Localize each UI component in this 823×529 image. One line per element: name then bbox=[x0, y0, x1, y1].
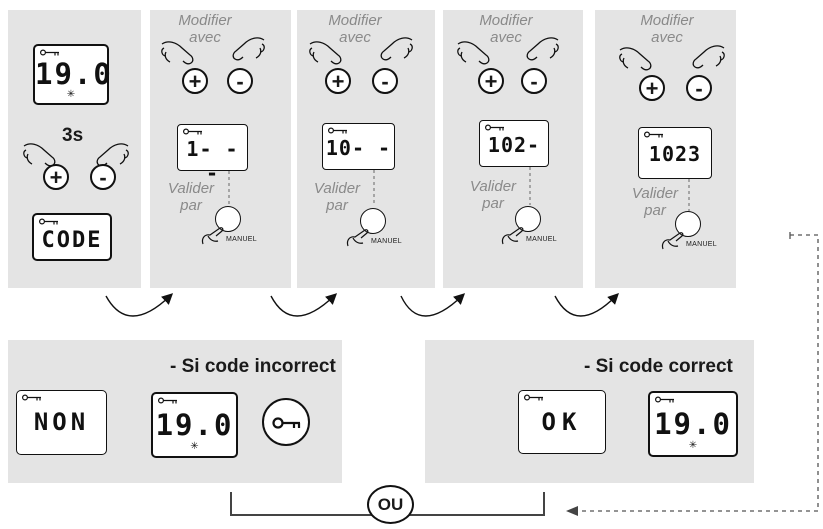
manuel-label: MANUEL bbox=[226, 236, 257, 243]
validate-label: Valider par bbox=[167, 180, 215, 214]
dashed-connector bbox=[529, 167, 531, 205]
manuel-button[interactable] bbox=[515, 206, 541, 232]
temperature-display: 19.0 ✳ bbox=[648, 391, 738, 457]
sun-star-icon: ✳ bbox=[66, 89, 76, 100]
manuel-label: MANUEL bbox=[371, 238, 402, 245]
display-value: 1- - - bbox=[186, 137, 239, 185]
key-icon bbox=[485, 124, 504, 131]
modify-label: Modifier avec bbox=[178, 12, 232, 46]
key-icon bbox=[40, 49, 59, 56]
display-value: NON bbox=[33, 408, 90, 436]
plus-button[interactable]: + bbox=[639, 75, 665, 101]
temperature-display: 19.0 ✳ bbox=[33, 44, 113, 105]
minus-button[interactable]: - bbox=[90, 164, 116, 190]
dashed-connector bbox=[688, 179, 690, 211]
key-icon bbox=[272, 417, 301, 429]
ou-badge: OU bbox=[367, 485, 414, 524]
modify-label: Modifier avec bbox=[479, 12, 533, 46]
display-value: 19.0 bbox=[155, 408, 234, 442]
ou-label: OU bbox=[377, 495, 404, 514]
display-value: 1023 bbox=[648, 142, 702, 166]
validate-label: Valider par bbox=[313, 180, 361, 214]
key-magnifier bbox=[262, 398, 310, 446]
key-icon bbox=[328, 127, 347, 134]
modify-label: Modifier avec bbox=[328, 12, 382, 46]
key-icon bbox=[158, 397, 177, 404]
left-pointing-finger-icon bbox=[161, 41, 194, 65]
display-value: 10- - bbox=[325, 136, 392, 160]
right-pointing-finger-icon bbox=[692, 45, 725, 69]
key-icon bbox=[655, 396, 674, 403]
manuel-button[interactable] bbox=[675, 211, 701, 237]
pointing-finger-icon bbox=[501, 227, 524, 245]
plus-button[interactable]: + bbox=[182, 68, 208, 94]
modify-label: Modifier avec bbox=[640, 12, 694, 46]
left-pointing-finger-icon bbox=[619, 47, 652, 71]
key-icon bbox=[524, 394, 543, 401]
minus-button[interactable]: - bbox=[372, 68, 398, 94]
incorrect-title: - Si code incorrect bbox=[170, 356, 336, 377]
pointing-finger-icon bbox=[201, 227, 224, 245]
correct-title: - Si code correct bbox=[584, 356, 733, 377]
minus-button[interactable]: - bbox=[521, 68, 547, 94]
key-icon bbox=[22, 394, 41, 401]
plus-button[interactable]: + bbox=[478, 68, 504, 94]
display-value: OK bbox=[541, 408, 583, 436]
manuel-label: MANUEL bbox=[526, 236, 557, 243]
validate-label: Valider par bbox=[631, 185, 679, 219]
sun-star-icon: ✳ bbox=[190, 441, 199, 452]
manuel-button[interactable] bbox=[360, 208, 386, 234]
display-value: 102- bbox=[487, 133, 541, 157]
dashed-connector bbox=[373, 170, 375, 206]
code-entry-display: 1023 bbox=[638, 127, 712, 179]
code-entry-display: 102- bbox=[479, 120, 549, 167]
pointing-finger-icon bbox=[346, 229, 369, 247]
display-value: 19.0 bbox=[654, 407, 732, 441]
right-pointing-finger-icon bbox=[526, 37, 559, 61]
display-value: 19.0 bbox=[35, 57, 113, 91]
locked-temperature-display: 19.0 ✳ bbox=[151, 392, 238, 458]
non-display: NON bbox=[16, 390, 107, 455]
left-pointing-finger-icon bbox=[309, 41, 342, 65]
pointing-finger-icon bbox=[661, 232, 684, 250]
validate-label: Valider par bbox=[469, 178, 517, 212]
minus-button[interactable]: - bbox=[227, 68, 253, 94]
code-entry-display: 10- - bbox=[322, 123, 395, 170]
left-pointing-finger-icon bbox=[457, 41, 490, 65]
ok-display: OK bbox=[518, 390, 606, 454]
code-entry-display: 1- - - bbox=[177, 124, 248, 185]
code-display: CODE bbox=[32, 213, 112, 261]
display-value: CODE bbox=[41, 228, 103, 253]
hold-time-label: 3s bbox=[62, 125, 84, 146]
plus-button[interactable]: + bbox=[43, 164, 69, 190]
plus-button[interactable]: + bbox=[325, 68, 351, 94]
right-pointing-finger-icon bbox=[232, 37, 265, 61]
sun-star-icon: ✳ bbox=[688, 440, 698, 451]
key-icon bbox=[39, 218, 58, 225]
manuel-label: MANUEL bbox=[686, 241, 717, 248]
minus-button[interactable]: - bbox=[686, 75, 712, 101]
key-icon bbox=[644, 131, 663, 138]
key-icon bbox=[183, 128, 202, 135]
right-pointing-finger-icon bbox=[380, 37, 413, 61]
manuel-button[interactable] bbox=[215, 206, 241, 232]
